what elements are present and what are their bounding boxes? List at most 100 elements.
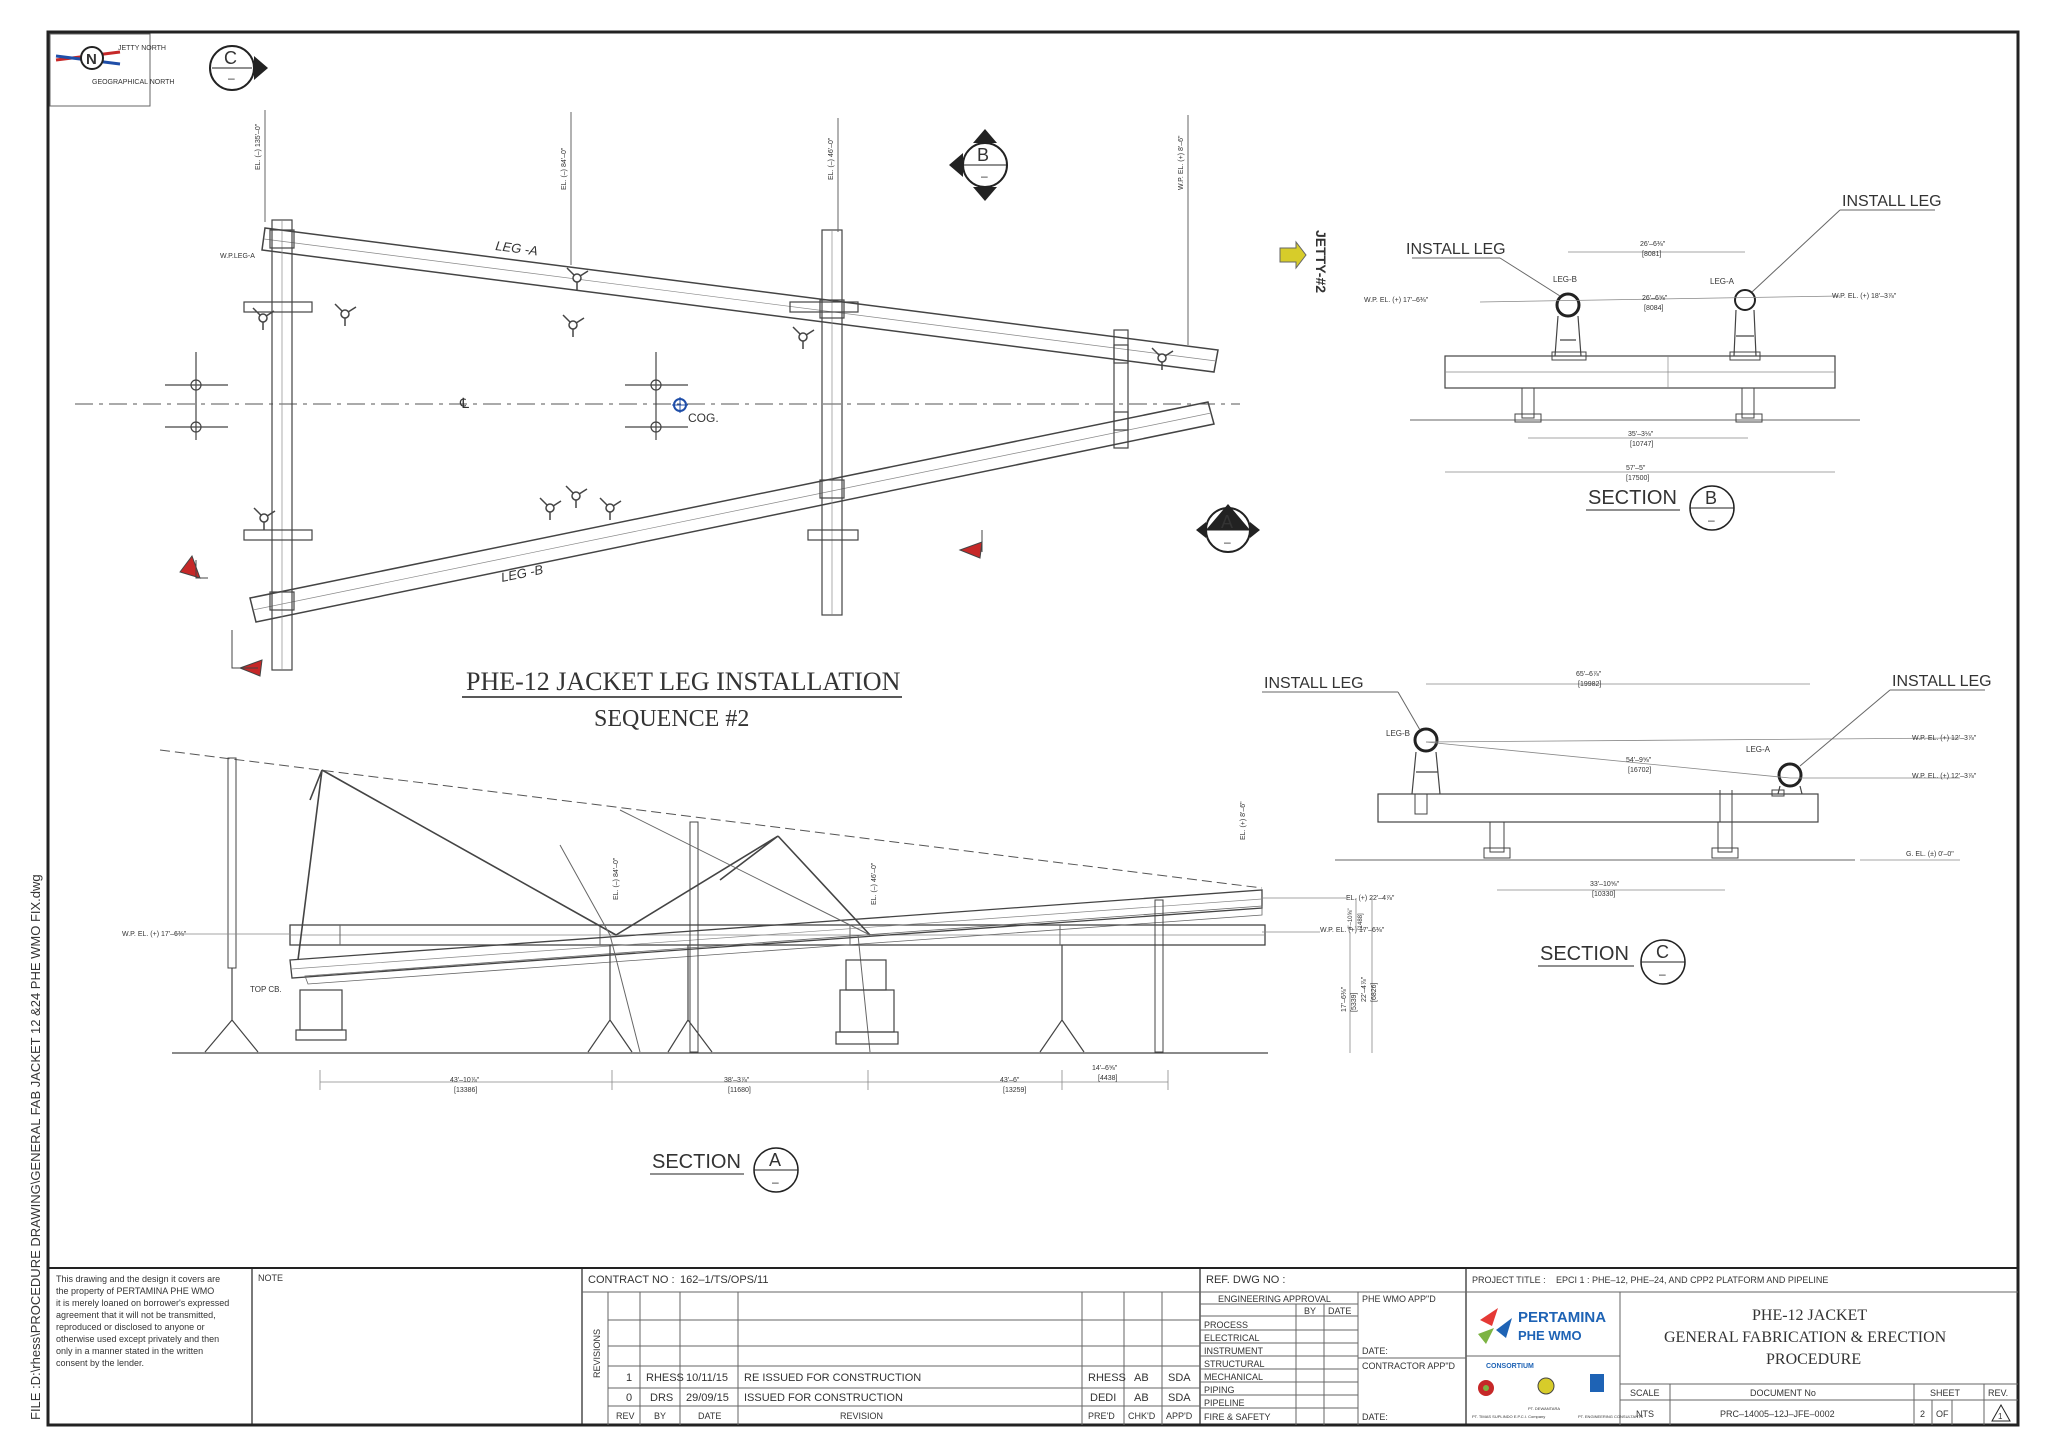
svg-text:W.P. EL. (+) 18'–3⅞": W.P. EL. (+) 18'–3⅞": [1832, 293, 1897, 300]
svg-text:CHK'D: CHK'D: [1128, 1411, 1156, 1421]
svg-text:[13386]: [13386]: [454, 1087, 477, 1094]
section-a-view: W.P. EL. (+) 17'–6⅜" TOP CB. EL. (–) 84'…: [122, 749, 1395, 1193]
svg-text:–: –: [772, 1175, 779, 1189]
svg-text:[5339]: [5339]: [1351, 992, 1358, 1012]
svg-text:65'–6⅞": 65'–6⅞": [1576, 671, 1602, 678]
svg-text:B: B: [977, 145, 989, 165]
project-title: PROJECT TITLE : EPCI 1 : PHE–12, PHE–24,…: [1466, 1275, 2018, 1293]
svg-text:REVISION: REVISION: [840, 1411, 883, 1421]
svg-text:REV.: REV.: [1988, 1388, 2008, 1398]
svg-text:PT. ENGINEERING CONSULTANTS: PT. ENGINEERING CONSULTANTS: [1578, 1414, 1644, 1419]
svg-text:C: C: [1656, 942, 1669, 962]
svg-text:DATE:: DATE:: [1362, 1412, 1388, 1422]
north-arrow: N JETTY NORTH GEOGRAPHICAL NORTH: [49, 33, 174, 107]
svg-text:LEG-B: LEG-B: [1386, 729, 1410, 738]
svg-text:LEG-B: LEG-B: [1553, 275, 1577, 284]
svg-text:[17500]: [17500]: [1626, 475, 1649, 482]
svg-text:ISSUED FOR CONSTRUCTION: ISSUED FOR CONSTRUCTION: [744, 1392, 903, 1404]
svg-text:38'–3⅞": 38'–3⅞": [724, 1077, 750, 1084]
svg-text:REF. DWG NO :: REF. DWG NO :: [1206, 1274, 1285, 1286]
svg-text:EL. (+) 8'–6": EL. (+) 8'–6": [1240, 801, 1247, 840]
document-info: SCALE NTS DOCUMENT No PRC–14005–12J–JFE–…: [1630, 1388, 2011, 1422]
svg-text:–: –: [228, 71, 235, 85]
section-marker-a-plan: A –: [1196, 504, 1260, 553]
svg-text:LEG -B: LEG -B: [500, 562, 545, 585]
svg-text:29/09/15: 29/09/15: [686, 1392, 729, 1404]
svg-text:54'–9⅝": 54'–9⅝": [1626, 757, 1652, 764]
svg-text:otherwise used except privatel: otherwise used except privately and then: [56, 1334, 219, 1344]
svg-text:SDA: SDA: [1168, 1392, 1191, 1404]
svg-text:EPCI 1 : PHE–12, PHE–24, AND C: EPCI 1 : PHE–12, PHE–24, AND CPP2 PLATFO…: [1556, 1275, 1828, 1285]
plan-view: ℄ LEG -A W.P.LEG-A LEG -B EL. (–) 135'–0…: [75, 110, 1329, 677]
section-marker-b-top: B –: [949, 129, 1008, 201]
svg-text:OF: OF: [1936, 1409, 1949, 1419]
svg-text:26'–6⅜": 26'–6⅜": [1640, 241, 1666, 248]
svg-text:the property of PERTAMINA PHE: the property of PERTAMINA PHE WMO: [56, 1286, 214, 1296]
svg-text:A: A: [1221, 512, 1233, 532]
svg-text:162–1/TS/OPS/11: 162–1/TS/OPS/11: [680, 1274, 768, 1286]
svg-text:SECTION: SECTION: [1588, 487, 1677, 509]
svg-text:–: –: [1224, 535, 1231, 549]
svg-text:DOCUMENT No: DOCUMENT No: [1750, 1388, 1816, 1398]
svg-text:PIPELINE: PIPELINE: [1204, 1398, 1245, 1408]
svg-text:W.P. EL. (+) 17'–6⅜": W.P. EL. (+) 17'–6⅜": [1364, 297, 1429, 304]
svg-text:COG.: COG.: [688, 411, 719, 425]
compass-icon: [80, 46, 104, 70]
svg-text:SEQUENCE #2: SEQUENCE #2: [594, 706, 749, 732]
revision-triangle-icon: [1991, 1403, 2011, 1422]
svg-text:22'–4⅞": 22'–4⅞": [1361, 976, 1368, 1002]
svg-text:[16702]: [16702]: [1628, 767, 1651, 774]
svg-text:PERTAMINA: PERTAMINA: [1518, 1309, 1606, 1326]
svg-text:SECTION: SECTION: [1540, 943, 1629, 965]
svg-text:PHE-12 JACKET LEG INSTALLATION: PHE-12 JACKET LEG INSTALLATION: [466, 667, 901, 696]
leg-b-beam: [249, 401, 1215, 623]
svg-text:CONTRACTOR APP"D: CONTRACTOR APP"D: [1362, 1361, 1456, 1371]
svg-text:ENGINEERING APPROVAL: ENGINEERING APPROVAL: [1218, 1294, 1331, 1304]
svg-text:APP'D: APP'D: [1166, 1411, 1193, 1421]
plan-tripod-markers: [252, 267, 1174, 530]
svg-text:17'–6⅜": 17'–6⅜": [1341, 986, 1348, 1012]
svg-text:DRS: DRS: [650, 1392, 673, 1404]
svg-text:reproduced or disclosed to any: reproduced or disclosed to anyone or: [56, 1322, 205, 1332]
file-path: FILE :D:\rhess\PROCEDURE DRAWING\GENERAL…: [28, 874, 43, 1420]
cog-marker: COG.: [672, 397, 719, 425]
svg-text:EL. (–) 46'–0": EL. (–) 46'–0": [828, 137, 835, 180]
svg-text:14'–6⅝": 14'–6⅝": [1092, 1065, 1118, 1072]
svg-text:INSTALL LEG: INSTALL LEG: [1406, 241, 1506, 258]
svg-text:PROJECT TITLE :: PROJECT TITLE :: [1472, 1275, 1546, 1285]
svg-text:[4438]: [4438]: [1098, 1075, 1118, 1082]
section-marker-c-top: C –: [209, 45, 268, 91]
svg-text:NTS: NTS: [1636, 1409, 1654, 1419]
svg-text:B: B: [1705, 488, 1717, 508]
svg-text:DEDI: DEDI: [1090, 1392, 1116, 1404]
svg-text:CONSORTIUM: CONSORTIUM: [1486, 1363, 1534, 1370]
svg-text:AB: AB: [1134, 1372, 1149, 1384]
svg-text:SCALE: SCALE: [1630, 1388, 1660, 1398]
svg-text:W.P. EL. (+) 17'–6⅜": W.P. EL. (+) 17'–6⅜": [1320, 927, 1385, 934]
red-view-markers: [179, 530, 983, 677]
svg-text:A: A: [769, 1150, 781, 1170]
svg-text:–: –: [1659, 967, 1666, 981]
svg-text:LEG-A: LEG-A: [1710, 277, 1735, 286]
svg-text:43'–10⅞": 43'–10⅞": [450, 1077, 480, 1084]
svg-text:JETTY NORTH: JETTY NORTH: [118, 45, 166, 52]
svg-text:10/11/15: 10/11/15: [686, 1372, 728, 1384]
svg-text:[19982]: [19982]: [1578, 681, 1601, 688]
svg-text:RHESS: RHESS: [646, 1372, 684, 1384]
jetty-label: JETTY-#2: [1313, 230, 1329, 293]
svg-text:N: N: [86, 51, 97, 68]
note-label: NOTE: [258, 1273, 283, 1283]
svg-text:W.P. EL. (+) 12'–3⅞": W.P. EL. (+) 12'–3⅞": [1912, 735, 1977, 742]
svg-text:DATE:: DATE:: [1362, 1346, 1388, 1356]
disclaimer: This drawing and the design it covers ar…: [56, 1274, 229, 1368]
svg-text:2: 2: [1920, 1409, 1925, 1419]
drawing-title-block: PHE-12 JACKET GENERAL FABRICATION & EREC…: [1664, 1307, 1947, 1368]
svg-text:43'–6": 43'–6": [1000, 1077, 1020, 1084]
plan-column-right: [1113, 329, 1129, 449]
svg-text:INSTALL LEG: INSTALL LEG: [1842, 193, 1942, 210]
plan-column-mid: [821, 229, 843, 616]
svg-text:EL. (–) 135'–0": EL. (–) 135'–0": [255, 123, 262, 170]
svg-text:[10747]: [10747]: [1630, 441, 1653, 448]
svg-text:PIPING: PIPING: [1204, 1385, 1235, 1395]
